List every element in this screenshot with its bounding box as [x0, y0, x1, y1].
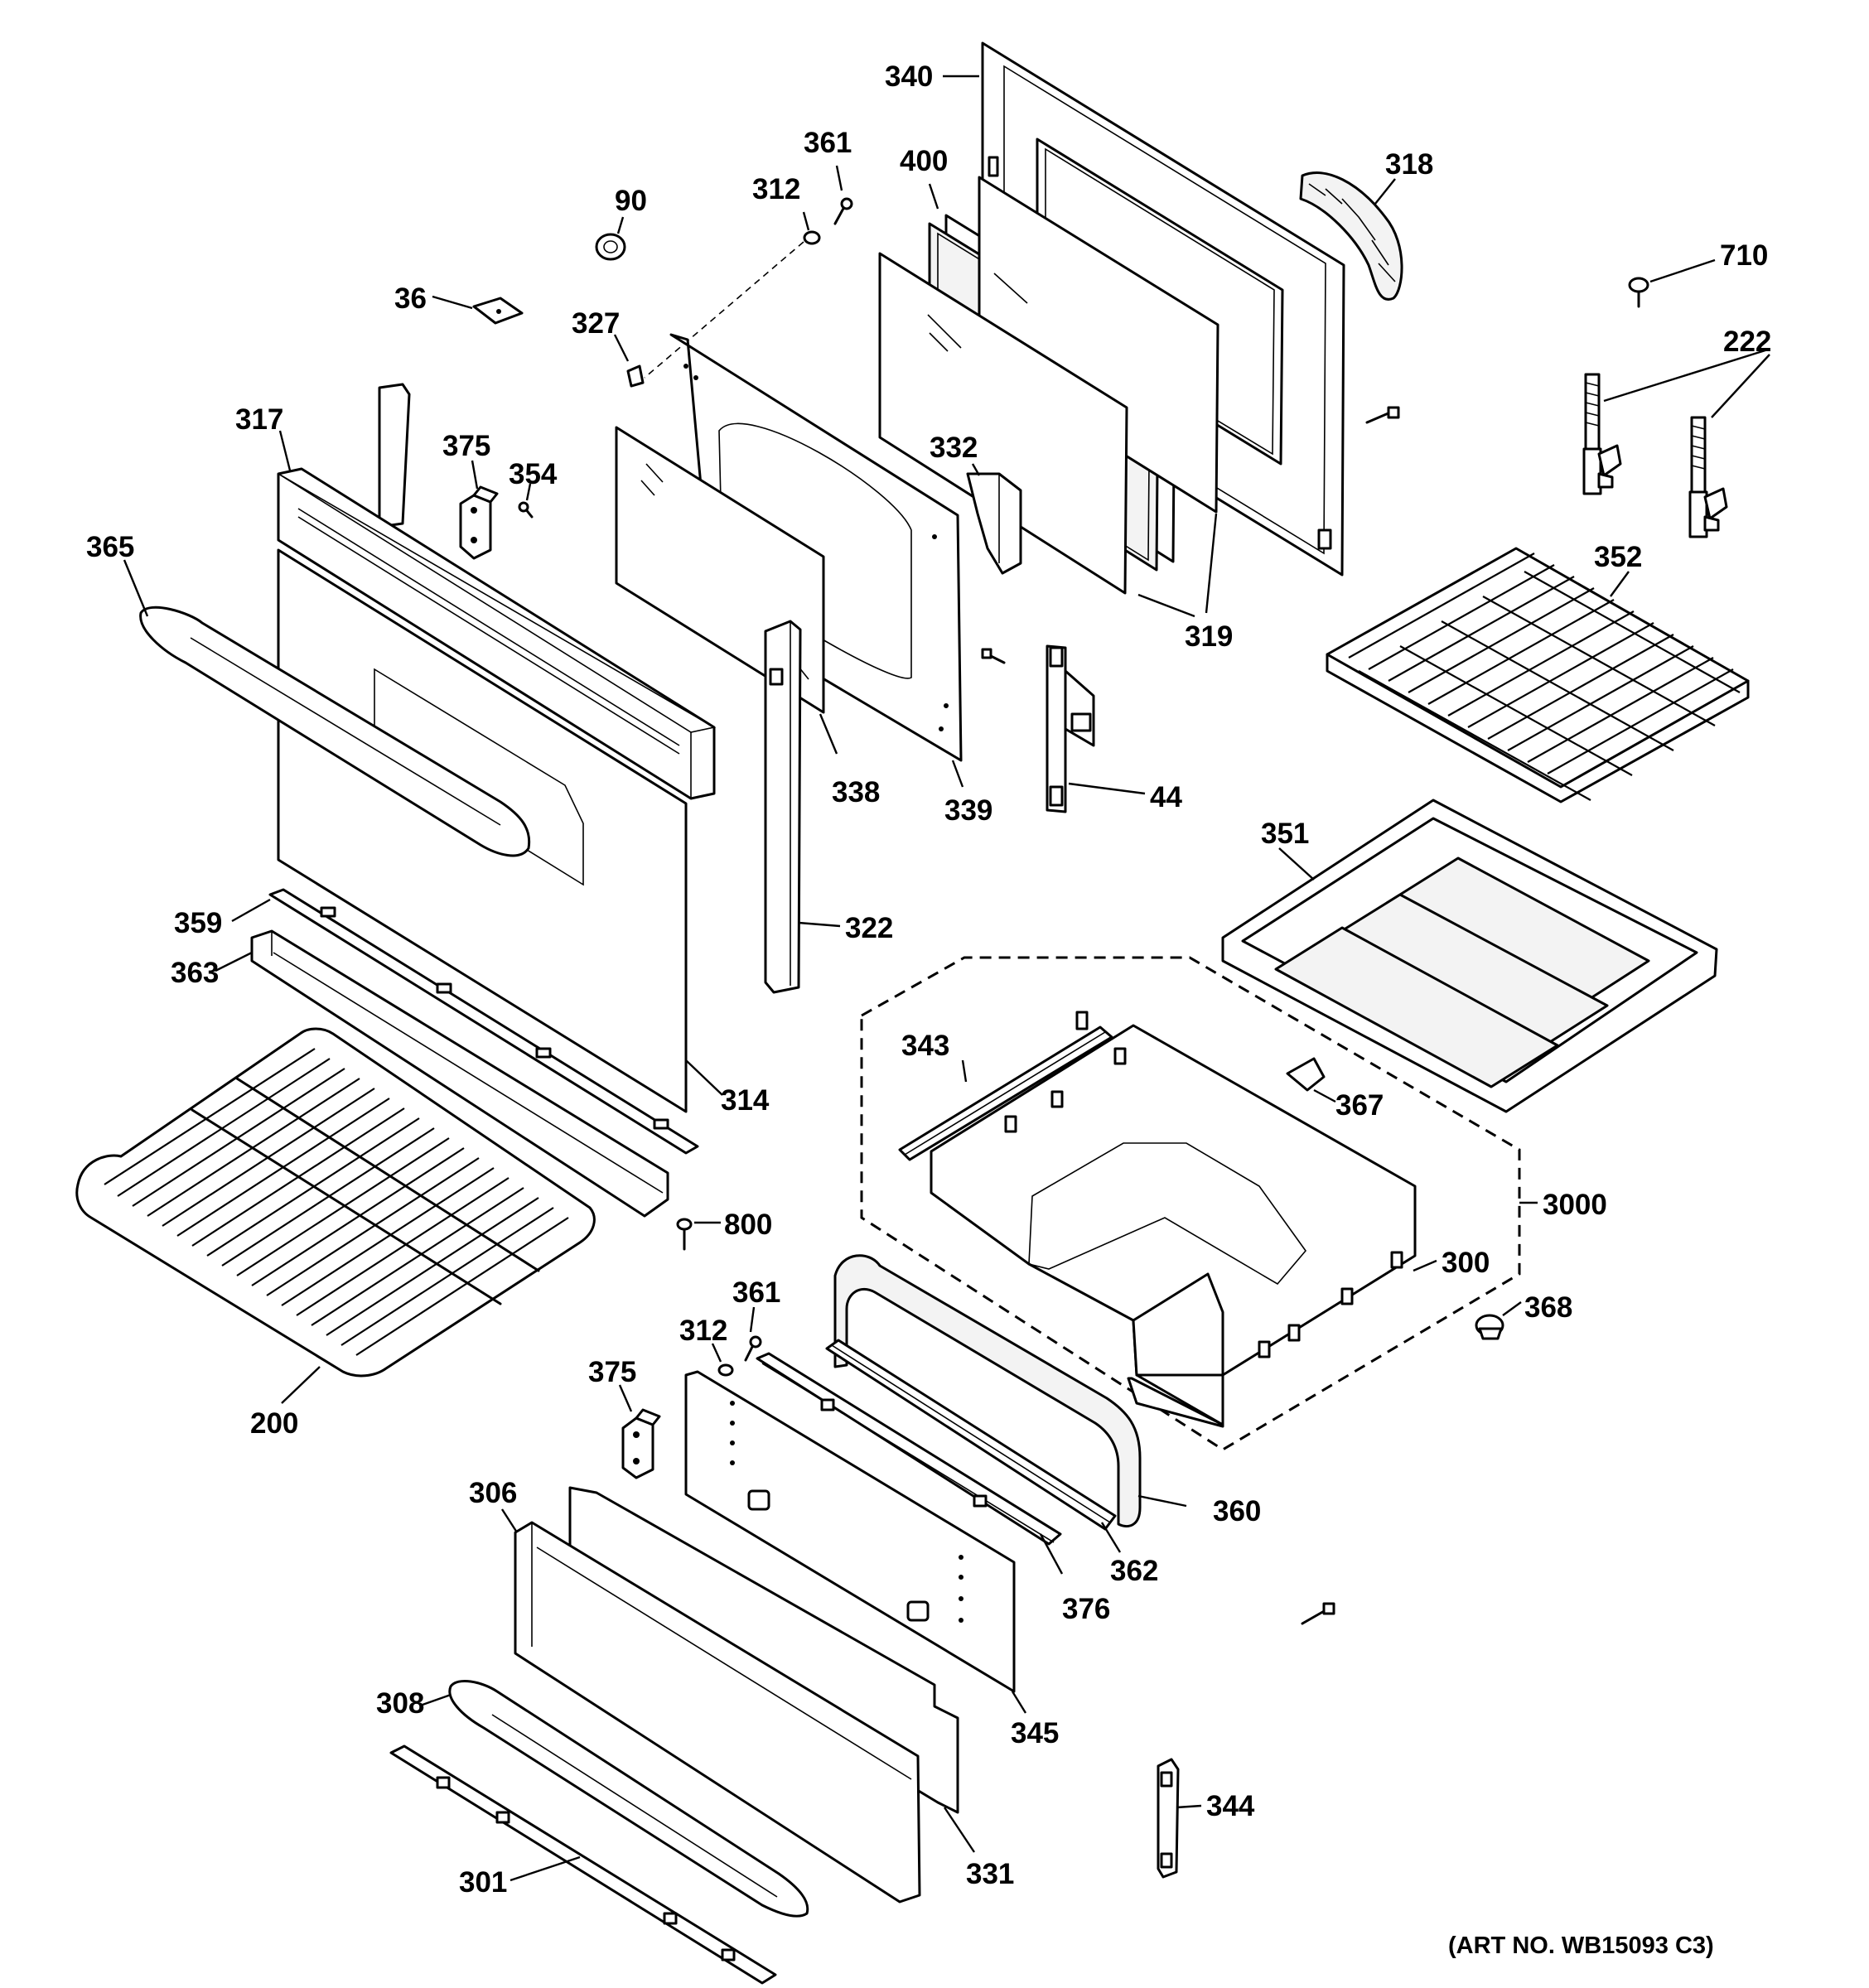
callout-710: 710	[1720, 239, 1768, 272]
callout-352: 352	[1594, 541, 1642, 573]
part-359-vent-strip	[268, 888, 699, 1155]
part-367-latch	[1286, 1057, 1326, 1092]
callout-306: 306	[469, 1477, 517, 1509]
part-361-screw-lower	[744, 1335, 762, 1362]
callout-200: 200	[250, 1407, 298, 1440]
part-3000-drawer-assembly-boundary	[860, 956, 1521, 1451]
part-361-screw-top	[833, 197, 853, 225]
part-710-screw	[1628, 277, 1649, 308]
part-363-door-bottom-trim	[250, 929, 669, 1218]
part-800-screw	[676, 1218, 693, 1251]
callout-322: 322	[845, 912, 893, 944]
callout-301: 301	[459, 1866, 507, 1899]
callout-331: 331	[966, 1858, 1014, 1890]
callout-344: 344	[1206, 1790, 1255, 1822]
part-300-drawer-body	[930, 1024, 1417, 1428]
part-365-oven-handle	[139, 606, 531, 857]
part-362-rail	[825, 1339, 1117, 1531]
part-352-broiler-rack	[1326, 547, 1750, 803]
callout-338: 338	[832, 776, 880, 808]
callout-308: 308	[376, 1687, 424, 1720]
callout-375: 375	[588, 1356, 636, 1388]
part-308-drawer-handle	[448, 1680, 809, 1918]
part-318-insulation	[1299, 171, 1403, 301]
callout-360: 360	[1213, 1495, 1261, 1527]
part-344-drawer-stop	[1157, 1758, 1180, 1879]
part-319-door-glass	[878, 176, 1219, 595]
callout-375: 375	[442, 430, 490, 462]
callout-340: 340	[885, 60, 933, 93]
part-36-bracket	[472, 297, 524, 325]
callout-312: 312	[752, 173, 800, 205]
part-222-leveling-leg	[1582, 373, 1622, 495]
part-317-door-top-trim	[277, 467, 717, 800]
callout-362: 362	[1110, 1555, 1158, 1587]
callout-359: 359	[174, 907, 222, 939]
callout-363: 363	[171, 957, 219, 989]
part-332-bracket	[966, 472, 1022, 575]
part-306-drawer-front	[514, 1521, 921, 1904]
callout-800: 800	[724, 1209, 772, 1241]
callout-314: 314	[721, 1084, 770, 1117]
part-44-hinge	[1046, 644, 1095, 813]
callout-367: 367	[1335, 1089, 1384, 1122]
callout-351: 351	[1261, 818, 1309, 850]
part-327-clip	[626, 364, 645, 388]
callout-400: 400	[900, 145, 948, 177]
callout-3000: 3000	[1543, 1189, 1607, 1221]
callout-90: 90	[615, 185, 647, 217]
screw	[1301, 1602, 1335, 1625]
callout-376: 376	[1062, 1593, 1110, 1625]
part-222-leveling-leg	[1688, 416, 1728, 538]
part-side-trim-bar	[378, 383, 411, 528]
part-375-bracket-lower	[621, 1408, 661, 1479]
callout-319: 319	[1185, 620, 1233, 653]
part-354-screw	[518, 501, 534, 519]
callout-345: 345	[1011, 1717, 1059, 1749]
part-312-washer-top	[803, 230, 821, 245]
part-368-leveling-foot	[1475, 1314, 1504, 1340]
callout-365: 365	[86, 531, 134, 563]
callout-300: 300	[1442, 1247, 1490, 1279]
callout-361: 361	[804, 127, 852, 159]
callout-312: 312	[679, 1315, 727, 1347]
callout-318: 318	[1385, 148, 1433, 181]
part-312-washer-lower	[717, 1363, 734, 1377]
screw	[981, 648, 1006, 664]
callout-327: 327	[572, 307, 620, 340]
callout-343: 343	[901, 1030, 949, 1062]
callout-361: 361	[732, 1276, 780, 1309]
part-360-drawer-gasket	[833, 1254, 1142, 1527]
callout-332: 332	[930, 432, 978, 464]
part-351-broiler-pan	[1221, 799, 1718, 1113]
callout-44: 44	[1150, 781, 1182, 813]
callout-36: 36	[394, 282, 427, 315]
part-375-bracket-upper	[459, 485, 499, 560]
callout-222: 222	[1723, 326, 1771, 358]
callout-339: 339	[944, 794, 992, 827]
part-343-drawer-slide	[898, 1011, 1113, 1161]
part-301-drawer-trim	[389, 1744, 777, 1985]
part-322-side-trim	[764, 620, 802, 994]
part-200-oven-rack	[75, 1027, 596, 1378]
screw	[1365, 406, 1400, 424]
part-90-grommet	[595, 233, 626, 261]
callout-368: 368	[1524, 1291, 1572, 1324]
art-number: (ART NO. WB15093 C3)	[1448, 1933, 1714, 1959]
callout-317: 317	[235, 403, 283, 436]
part-345-drawer-inner-panel	[684, 1370, 1016, 1693]
part-376-drawer-slide	[756, 1352, 1062, 1546]
callout-354: 354	[509, 458, 558, 490]
